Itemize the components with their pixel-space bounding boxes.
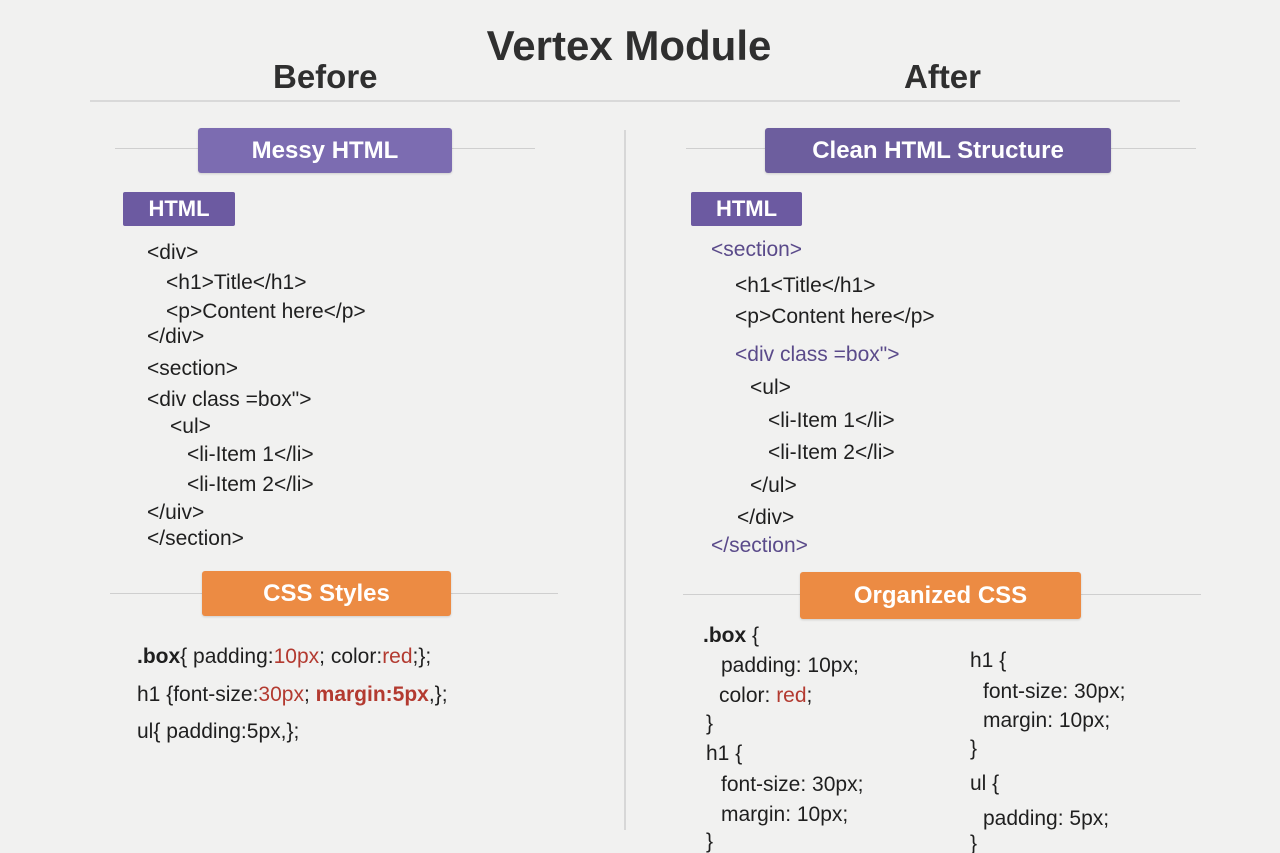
after-css-box-color: color: red; <box>719 684 812 708</box>
code-line: <h1>Title</h1> <box>166 271 307 294</box>
code-line: <p>Content here</p> <box>735 305 935 328</box>
code-line: </uiv> <box>147 501 205 524</box>
after-css-h1-close: } <box>706 830 714 853</box>
after-css-h1-margin: margin: 10px; <box>721 803 849 826</box>
after-css-h1-fontsize: font-size: 30px; <box>721 773 864 796</box>
code-line: <li-Item 2</li> <box>187 473 314 496</box>
css-text: { padding: <box>180 645 274 668</box>
after-css-h1r-fontsize: font-size: 30px; <box>983 680 1126 703</box>
after-css-ul-padding: padding: 5px; <box>983 807 1110 830</box>
css-value: red <box>382 645 413 668</box>
code-line: <div class =box"> <box>147 388 312 411</box>
css-styles-banner: CSS Styles <box>202 571 451 616</box>
clean-html-banner: Clean HTML Structure <box>765 128 1111 173</box>
code-line: </div> <box>147 325 205 348</box>
before-css-line-ul: ul{ padding:5px,}; <box>137 720 300 743</box>
column-divider <box>624 130 626 830</box>
after-css-box-selector: .box { <box>703 624 759 648</box>
css-value: 30px <box>258 683 304 706</box>
after-html-tag: HTML <box>691 192 802 226</box>
css-text: ; color: <box>319 645 383 668</box>
css-text: ;}; <box>412 645 432 668</box>
code-line: </div> <box>737 506 795 529</box>
css-text: ; <box>806 684 813 707</box>
code-line: <h1<Title</h1> <box>735 274 876 297</box>
code-line: <div class =box"> <box>735 343 900 366</box>
code-line: <li-Item 1</li> <box>768 409 895 432</box>
code-line: </ul> <box>750 474 797 497</box>
css-text: ,}; <box>428 683 448 706</box>
before-css-line-box: .box{ padding:10px; color:red;}; <box>137 645 431 669</box>
css-value: 10px <box>273 645 320 668</box>
after-css-h1r-close: } <box>970 737 978 760</box>
code-line: <li-Item 1</li> <box>187 443 314 466</box>
code-line: </section> <box>711 534 808 557</box>
after-css-box-close: } <box>706 712 714 735</box>
css-text: color: <box>719 684 777 707</box>
css-text: h1 {font-size: <box>137 683 259 706</box>
after-css-box-padding: padding: 10px; <box>721 654 859 677</box>
css-text: { <box>746 624 760 647</box>
css-selector: .box <box>703 624 747 647</box>
before-css-line-h1: h1 {font-size:30px; margin:5px,}; <box>137 683 448 707</box>
code-line: <ul> <box>750 376 791 399</box>
code-line: <p>Content here</p> <box>166 300 366 323</box>
after-css-h1r-margin: margin: 10px; <box>983 709 1111 732</box>
after-heading: After <box>904 58 982 95</box>
code-line: <ul> <box>170 415 211 438</box>
css-text: ; <box>303 683 310 706</box>
css-value: red <box>776 684 807 707</box>
code-line: </section> <box>147 527 244 550</box>
after-css-ul-close: } <box>970 832 978 853</box>
code-line: <div> <box>147 241 199 264</box>
code-line: <section> <box>147 357 239 380</box>
after-css-h1r-selector: h1 { <box>970 649 1007 672</box>
header-divider <box>90 100 1180 102</box>
code-line: <li-Item 2</li> <box>768 441 895 464</box>
after-css-h1-selector: h1 { <box>706 742 743 765</box>
organized-css-banner: Organized CSS <box>800 572 1081 619</box>
css-value: margin:5px <box>315 683 429 706</box>
before-heading: Before <box>273 58 378 95</box>
css-selector: .box <box>137 645 181 668</box>
messy-html-banner: Messy HTML <box>198 128 452 173</box>
page-title: Vertex Module <box>486 22 772 69</box>
after-css-ul-selector: ul { <box>970 772 1000 795</box>
code-line: <section> <box>711 238 803 261</box>
before-html-tag: HTML <box>123 192 235 226</box>
